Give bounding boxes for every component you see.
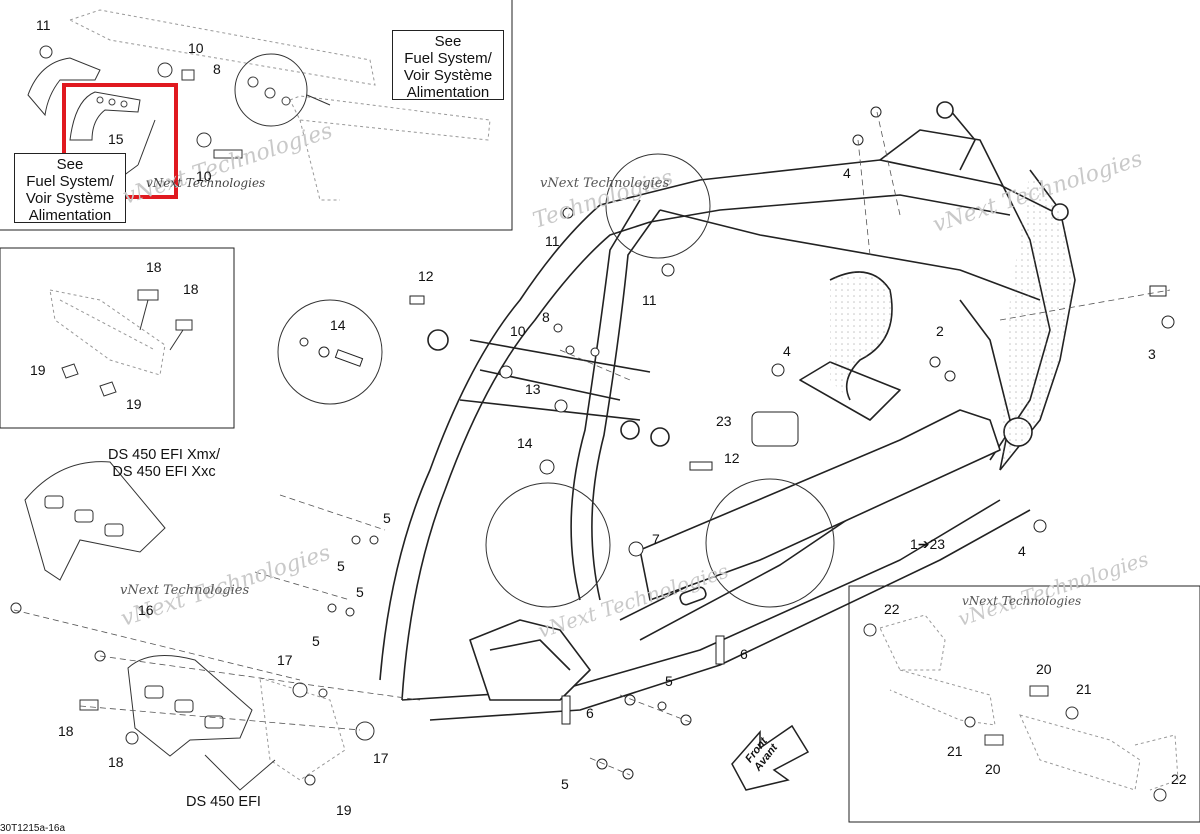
part-number: 19 xyxy=(126,396,142,412)
part-number: 18 xyxy=(146,259,162,275)
part-number: 5 xyxy=(383,510,391,526)
part-number: 14 xyxy=(330,317,346,333)
bottom-right-inset-drawing xyxy=(863,614,1179,802)
part-number: 20 xyxy=(985,761,1001,777)
part-number: 14 xyxy=(517,435,533,451)
part-number: 23 xyxy=(716,413,732,429)
variant-label-base: DS 450 EFI xyxy=(186,794,261,810)
part-number: 17 xyxy=(277,652,293,668)
part-number: 19 xyxy=(30,362,46,378)
see-line: See xyxy=(56,156,84,173)
see-line: Alimentation xyxy=(406,84,490,101)
skid-plates xyxy=(10,461,375,791)
front-arrow-icon xyxy=(731,724,810,791)
inset-top-left-border xyxy=(0,0,513,231)
part-number: 19 xyxy=(336,802,352,818)
part-number: 22 xyxy=(884,601,900,617)
part-number: 2 xyxy=(936,323,944,339)
part-number: 21 xyxy=(1076,681,1092,697)
part-number: 6 xyxy=(586,705,594,721)
part-number: 5 xyxy=(561,776,569,792)
see-line: Voir Système xyxy=(25,190,115,207)
assembly-lines xyxy=(13,111,1171,776)
watermark: vNext Technologies xyxy=(120,583,250,598)
part-number: 10 xyxy=(196,168,212,184)
see-line: Voir Système xyxy=(403,67,493,84)
part-number: 8 xyxy=(542,309,550,325)
part-number: 4 xyxy=(843,165,851,181)
part-number: 15 xyxy=(108,131,124,147)
left-inset-drawing xyxy=(49,289,193,397)
part-number: 22 xyxy=(1171,771,1187,787)
part-number: 5 xyxy=(356,584,364,600)
range-label: 1➔23 xyxy=(910,536,946,552)
see-line: See xyxy=(434,33,462,50)
watermark: vNext Technologies xyxy=(540,176,670,191)
frame-shading xyxy=(830,170,1075,470)
figure-code: 30T1215a-16a xyxy=(0,823,66,834)
part-number: 13 xyxy=(525,381,541,397)
part-number: 17 xyxy=(373,750,389,766)
part-number: 11 xyxy=(642,292,657,308)
part-number: 10 xyxy=(510,323,526,339)
part-number: 16 xyxy=(138,602,154,618)
fasteners xyxy=(299,106,1175,780)
part-number: 5 xyxy=(337,558,345,574)
part-number: 5 xyxy=(312,633,320,649)
part-number: 6 xyxy=(740,646,748,662)
watermark: vNext Technologies xyxy=(962,594,1082,608)
part-number: 11 xyxy=(36,17,51,33)
see-fuel-system-box-inset: See Fuel System/ Voir Système Alimentati… xyxy=(14,153,126,224)
part-number: 3 xyxy=(1148,346,1156,362)
watermark-small: vNext Technologies xyxy=(146,176,266,190)
part-number: 10 xyxy=(188,40,204,56)
see-line: Alimentation xyxy=(28,207,112,224)
part-number: 18 xyxy=(108,754,124,770)
inset-bottom-right-border xyxy=(848,585,1200,823)
inset-left-middle-border xyxy=(0,247,235,429)
part-number: 12 xyxy=(724,450,740,466)
zoom-circles xyxy=(277,153,835,608)
top-inset-drawing xyxy=(27,9,491,201)
part-number: 18 xyxy=(183,281,199,297)
part-number: 4 xyxy=(1018,543,1026,559)
part-number: 5 xyxy=(665,673,673,689)
part-number: 21 xyxy=(947,743,963,759)
variant-label-xmx: DS 450 EFI Xmx/ DS 450 EFI Xxc xyxy=(108,447,221,480)
see-fuel-system-box-top: See Fuel System/ Voir Système Alimentati… xyxy=(392,30,504,101)
part-number: 11 xyxy=(545,233,560,249)
main-frame xyxy=(379,101,1076,721)
part-number: 12 xyxy=(418,268,434,284)
part-number: 18 xyxy=(58,723,74,739)
see-line: Fuel System/ xyxy=(26,173,114,190)
part-number: 20 xyxy=(1036,661,1052,677)
part-number: 4 xyxy=(783,343,791,359)
part-number: 8 xyxy=(213,61,221,77)
see-line: Fuel System/ xyxy=(404,50,492,67)
part-number: 7 xyxy=(652,531,660,547)
